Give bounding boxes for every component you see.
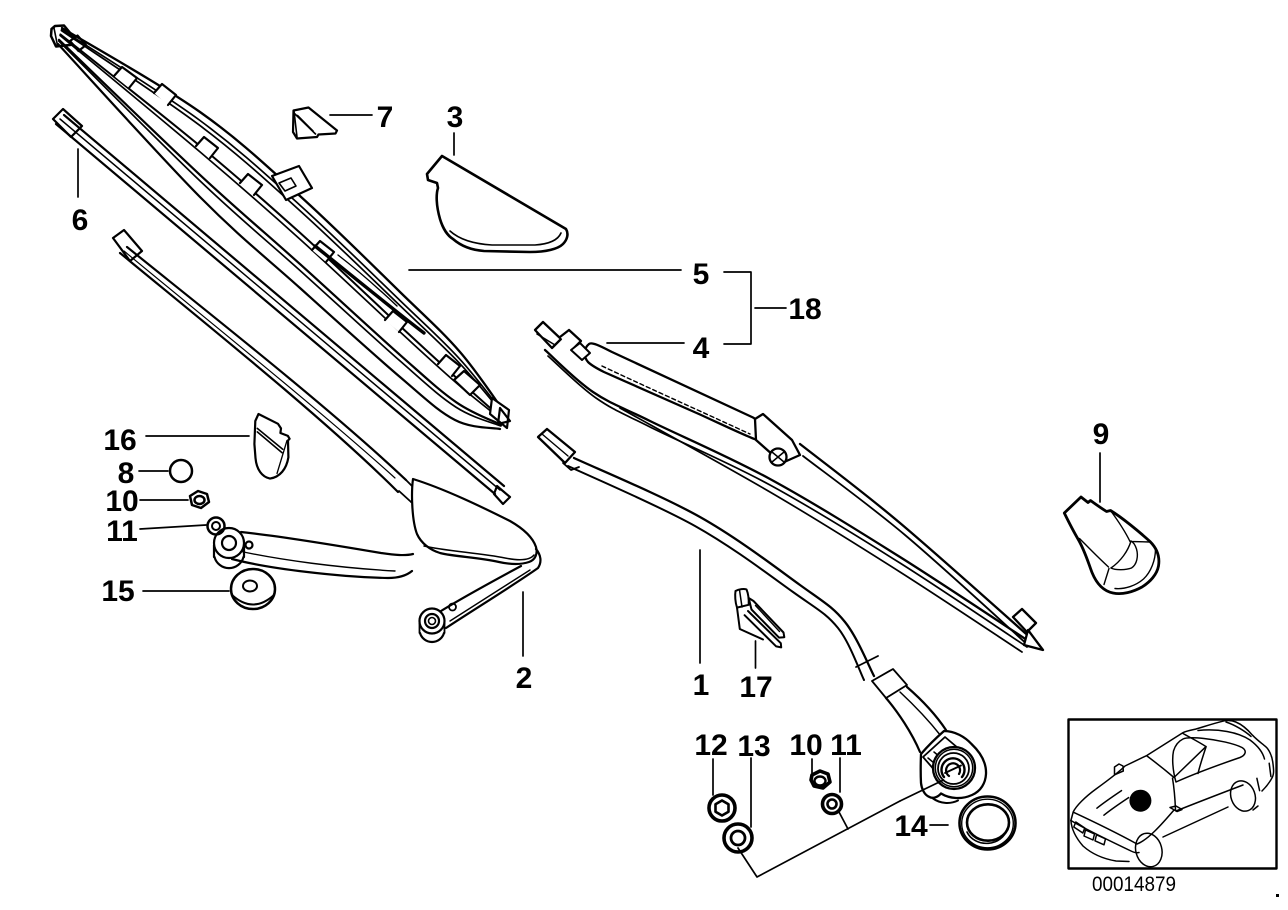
svg-text:12: 12 [694, 729, 727, 762]
svg-text:5: 5 [693, 258, 710, 291]
svg-text:4: 4 [693, 332, 710, 365]
svg-text:7: 7 [377, 101, 394, 134]
svg-text:18: 18 [788, 293, 821, 326]
svg-text:2: 2 [516, 662, 533, 695]
svg-text:13: 13 [737, 730, 770, 763]
svg-text:8: 8 [118, 457, 135, 490]
svg-text:14: 14 [894, 810, 928, 843]
svg-text:16: 16 [103, 424, 136, 457]
svg-text:00014879: 00014879 [1092, 873, 1176, 896]
svg-text:10: 10 [789, 729, 822, 762]
svg-text:9: 9 [1093, 418, 1110, 451]
svg-text:11: 11 [106, 515, 138, 548]
svg-text:6: 6 [72, 204, 89, 237]
svg-text:15: 15 [101, 575, 134, 608]
svg-text:11: 11 [830, 729, 862, 762]
svg-text:3: 3 [447, 101, 464, 134]
svg-text:10: 10 [105, 485, 138, 518]
svg-text:17: 17 [739, 671, 772, 704]
svg-text:1: 1 [693, 669, 710, 702]
